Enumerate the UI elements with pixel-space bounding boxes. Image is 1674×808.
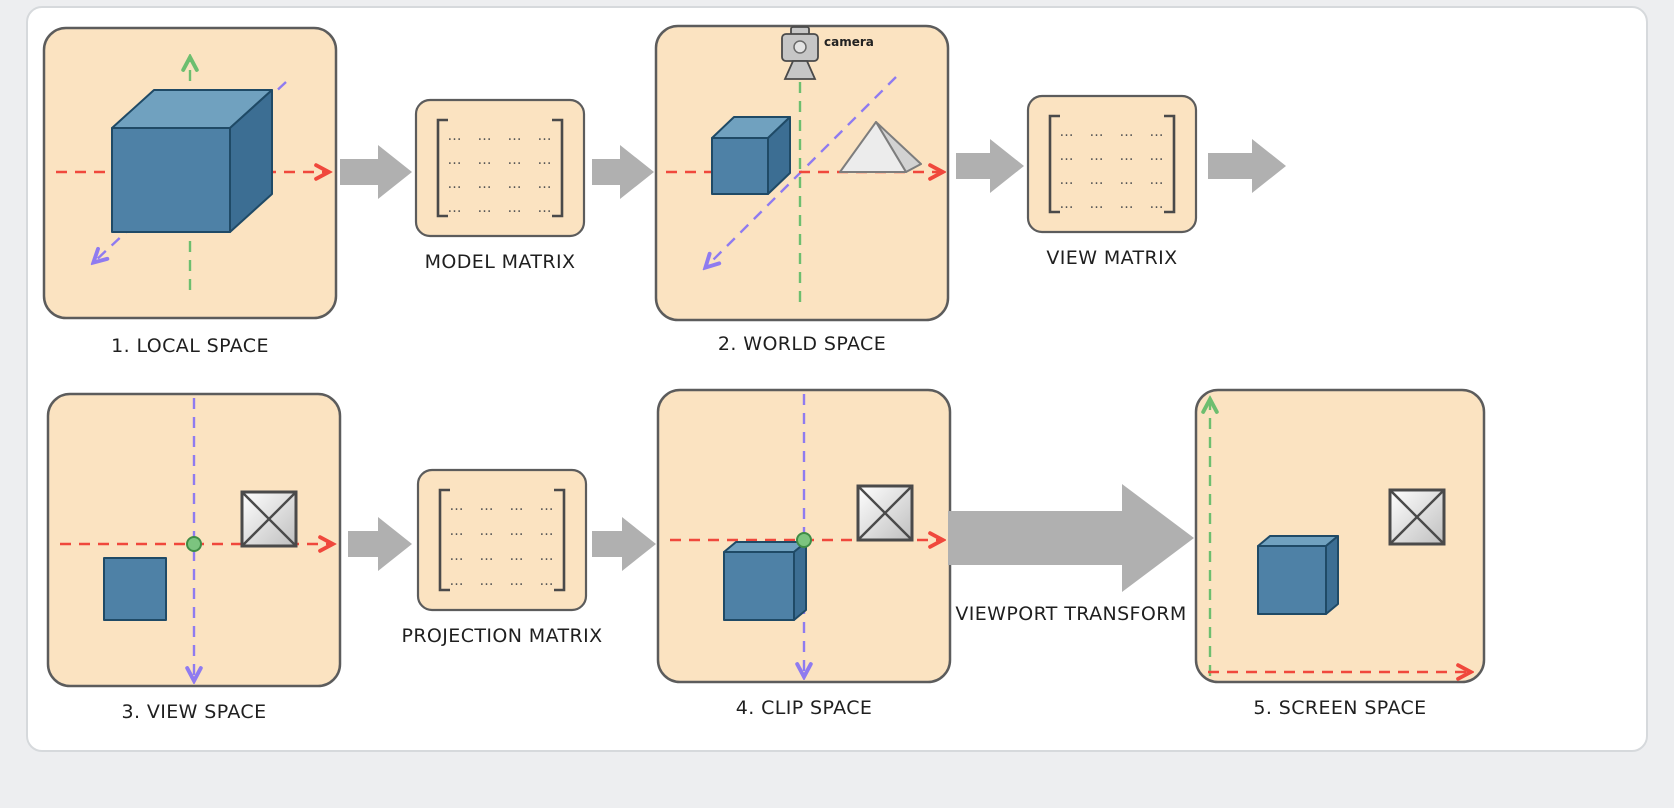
pyramid xyxy=(839,121,922,173)
viewport-transform-arrow xyxy=(948,484,1194,592)
matrix-row: … … … … xyxy=(448,152,553,168)
sprite-cross-line xyxy=(241,491,297,547)
cube-front-face xyxy=(1257,545,1327,615)
sprite-box xyxy=(240,490,298,548)
cube-3d xyxy=(111,89,273,233)
cube-top-face xyxy=(723,541,807,553)
matrix-bracket-left xyxy=(1048,114,1060,214)
matrix-row: … … … … xyxy=(1060,172,1165,188)
matrix-row: … … … … xyxy=(450,548,555,564)
matrix-label: PROJECTION MATRIX xyxy=(401,625,602,647)
cube-3d xyxy=(711,116,791,195)
matrix-row: … … … … xyxy=(450,523,555,539)
view-space-panel: 3. VIEW SPACE xyxy=(46,392,342,723)
sprite-cross-line xyxy=(857,485,913,541)
flow-arrow xyxy=(348,517,412,571)
matrix-row: … … … … xyxy=(1060,196,1165,212)
projection-matrix-group: … … … … … … … … … … … … … … … … PROJECTI… xyxy=(401,468,602,647)
matrix-bracket-right xyxy=(552,118,564,218)
cube-3d xyxy=(1257,535,1339,615)
matrix-bracket-left xyxy=(436,118,448,218)
stage-label: 1. LOCAL SPACE xyxy=(111,335,269,357)
camera-icon xyxy=(781,26,819,80)
cube-front-face xyxy=(723,551,795,621)
sprite-cross-line xyxy=(1389,489,1445,545)
sprite-box xyxy=(856,484,914,542)
stage-label: 5. SCREEN SPACE xyxy=(1253,697,1426,719)
matrix-row: … … … … xyxy=(448,128,553,144)
matrix-box xyxy=(1026,94,1198,234)
origin-dot xyxy=(796,532,812,548)
matrix-row: … … … … xyxy=(450,498,555,514)
screen-space-panel: 5. SCREEN SPACE xyxy=(1194,388,1486,719)
pyramid-front-face xyxy=(839,121,907,173)
stage-label: 3. VIEW SPACE xyxy=(121,701,266,723)
cube-2d xyxy=(103,557,167,621)
flow-arrow xyxy=(592,517,656,571)
cube-side-face xyxy=(793,541,807,621)
flow-arrow xyxy=(592,145,654,199)
sprite-box xyxy=(1388,488,1446,546)
cube-top-face xyxy=(1257,535,1339,547)
stage-label: 2. WORLD SPACE xyxy=(718,333,886,355)
matrix-bracket-left xyxy=(438,488,450,592)
clip-space-panel: 4. CLIP SPACE xyxy=(656,388,952,719)
local-space-panel: 1. LOCAL SPACE xyxy=(42,26,338,357)
flow-arrow xyxy=(340,145,412,199)
cube-3d xyxy=(723,541,807,621)
viewport-transform-label: VIEWPORT TRANSFORM xyxy=(955,603,1186,625)
matrix-row: … … … … xyxy=(448,200,553,216)
world-space-panel: camera 2. WORLD SPACE xyxy=(654,24,950,355)
flow-arrow xyxy=(956,139,1024,193)
matrix-row: … … … … xyxy=(448,176,553,192)
origin-dot xyxy=(186,536,202,552)
camera-stand xyxy=(783,60,817,80)
model-matrix-group: … … … … … … … … … … … … … … … … MODEL MA… xyxy=(414,98,586,273)
camera-label: camera xyxy=(824,35,874,49)
view-matrix-group: … … … … … … … … … … … … … … … … VIEW MAT… xyxy=(1026,94,1198,269)
cube-front-face xyxy=(711,137,769,195)
stage-label: 4. CLIP SPACE xyxy=(736,697,873,719)
matrix-bracket-right xyxy=(554,488,566,592)
cube-front-face xyxy=(111,127,231,233)
matrix-label: VIEW MATRIX xyxy=(1046,247,1177,269)
cube-side-face xyxy=(1325,535,1339,615)
matrix-row: … … … … xyxy=(450,573,555,589)
matrix-box xyxy=(414,98,586,238)
matrix-row: … … … … xyxy=(1060,148,1165,164)
matrix-label: MODEL MATRIX xyxy=(425,251,576,273)
matrix-row: … … … … xyxy=(1060,124,1165,140)
camera-lens xyxy=(793,40,807,54)
matrix-bracket-right xyxy=(1164,114,1176,214)
flow-arrow xyxy=(1208,139,1286,193)
matrix-box xyxy=(416,468,588,612)
